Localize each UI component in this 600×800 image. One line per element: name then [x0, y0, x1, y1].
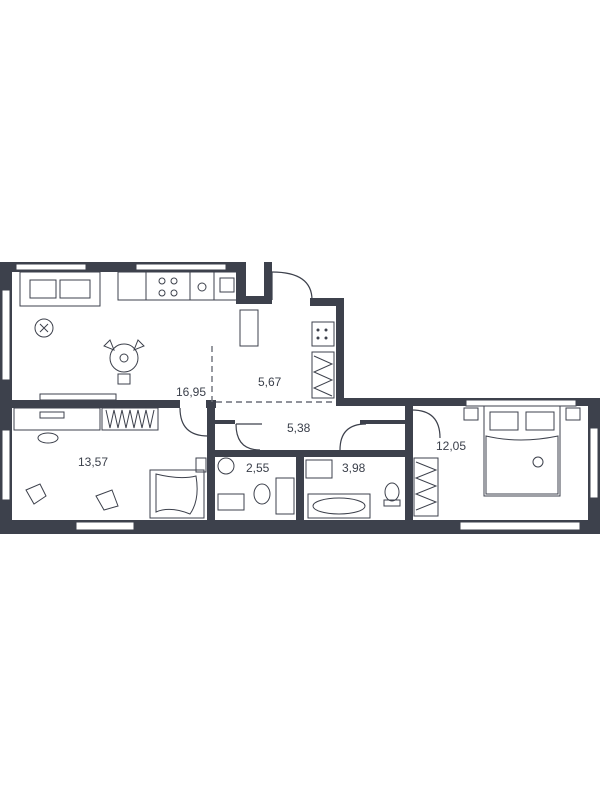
- doors: [179, 271, 441, 451]
- windows: [1, 263, 599, 531]
- outer-walls: [0, 262, 600, 534]
- wardrobe-bedroom-left: [101, 407, 159, 431]
- room-area-corridor: 5,38: [287, 421, 311, 435]
- dining-table: [103, 339, 145, 385]
- small-bathroom-fixtures: [195, 457, 295, 515]
- tv-stand: [39, 393, 117, 401]
- rug-icon: [25, 483, 119, 511]
- plant-icon-living: [34, 318, 54, 338]
- room-area-bedroom-right: 12,05: [436, 439, 466, 453]
- bed-right: [483, 405, 561, 497]
- large-bathroom-fixtures: [305, 459, 401, 519]
- room-area-bathroom-small: 2,55: [246, 461, 270, 475]
- room-area-kitchen-living: 16,95: [176, 385, 206, 399]
- nightstands: [463, 407, 581, 421]
- room-area-hallway-entry: 5,67: [258, 375, 282, 389]
- kitchen-counter: [117, 271, 259, 347]
- room-area-bathroom-large: 3,98: [342, 461, 366, 475]
- sofa: [19, 271, 101, 307]
- bed-left: [149, 469, 205, 519]
- zone-divider: [211, 346, 336, 403]
- hallway-wardrobe: [311, 321, 335, 399]
- desk: [13, 407, 101, 444]
- room-area-bedroom-left: 13,57: [78, 455, 108, 469]
- wardrobe-bedroom-right: [413, 457, 439, 517]
